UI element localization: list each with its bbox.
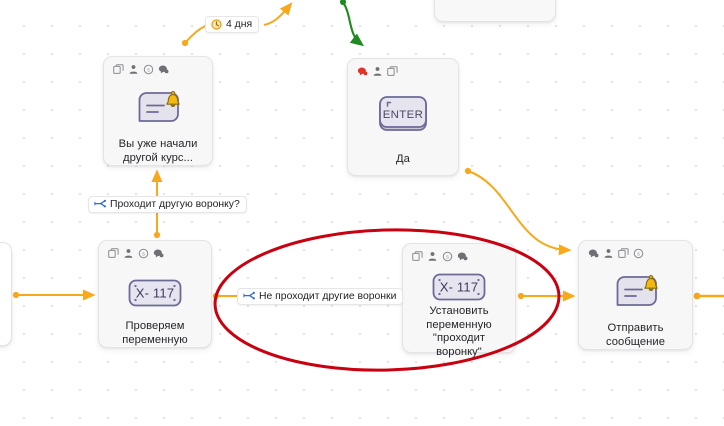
edge-label-text: Проходит другую воронку? <box>110 199 240 210</box>
node-message-other-course[interactable]: s Вы уже начали другой курс... <box>103 56 213 166</box>
branch-icon <box>94 199 106 210</box>
edge-label-passes-other-funnel[interactable]: Проходит другую воронку? <box>88 196 247 213</box>
message-bell-icon <box>611 269 661 319</box>
duplicate-icon <box>387 66 398 77</box>
node-body: Отправить сообщение <box>579 267 692 349</box>
svg-text:s: s <box>637 252 640 258</box>
person-icon <box>372 66 383 77</box>
edge-label-not-passing-other-funnels[interactable]: Не проходит другие воронки <box>237 288 404 305</box>
node-label: Отправить сообщение <box>606 322 665 348</box>
edge-label-delay[interactable]: 4 дня <box>205 16 260 33</box>
node-icon-row: s <box>108 248 164 259</box>
variable-text: X- 117 <box>136 286 175 301</box>
duplicate-icon <box>113 64 124 75</box>
node-label: Проверяем переменную <box>122 320 188 346</box>
enter-key-icon: ENTER <box>377 87 429 143</box>
chat-icon <box>153 248 164 259</box>
offscreen-card-top[interactable] <box>434 0 556 22</box>
clock-s-icon: s <box>143 64 154 75</box>
node-check-variable[interactable]: s X- 117 Проверяем переменную <box>98 240 212 348</box>
message-bell-icon <box>133 85 183 135</box>
node-icon-row: s <box>588 248 644 259</box>
node-label: Вы уже начали другой курс... <box>118 138 198 164</box>
duplicate-icon <box>618 248 629 259</box>
chat-red-icon <box>357 66 368 77</box>
clock-s-icon: s <box>138 248 149 259</box>
node-body: Вы уже начали другой курс... <box>104 83 212 165</box>
node-body: X- 117 Проверяем переменную <box>99 267 211 347</box>
node-body: ENTER Да <box>348 85 458 175</box>
chat-icon <box>158 64 169 75</box>
variable-x117-icon: X- 117 <box>127 269 183 317</box>
node-send-message[interactable]: s Отправить сообщение <box>578 240 693 350</box>
svg-text:s: s <box>142 252 145 258</box>
node-label: Да <box>396 153 410 165</box>
node-icon-row: s <box>113 64 169 75</box>
enter-key-text: ENTER <box>383 109 424 121</box>
branch-icon <box>243 291 255 302</box>
edge-label-text: 4 дня <box>226 19 253 30</box>
duplicate-icon <box>108 248 119 259</box>
node-enter-da[interactable]: ENTER Да <box>347 58 459 176</box>
person-icon <box>123 248 134 259</box>
edge-label-text: Не проходит другие воронки <box>259 291 397 302</box>
clock-icon <box>211 19 222 30</box>
person-icon <box>128 64 139 75</box>
person-icon <box>603 248 614 259</box>
chat-icon <box>588 248 599 259</box>
node-icon-row <box>357 66 398 77</box>
clock-s-icon: s <box>633 248 644 259</box>
svg-text:s: s <box>147 68 150 74</box>
